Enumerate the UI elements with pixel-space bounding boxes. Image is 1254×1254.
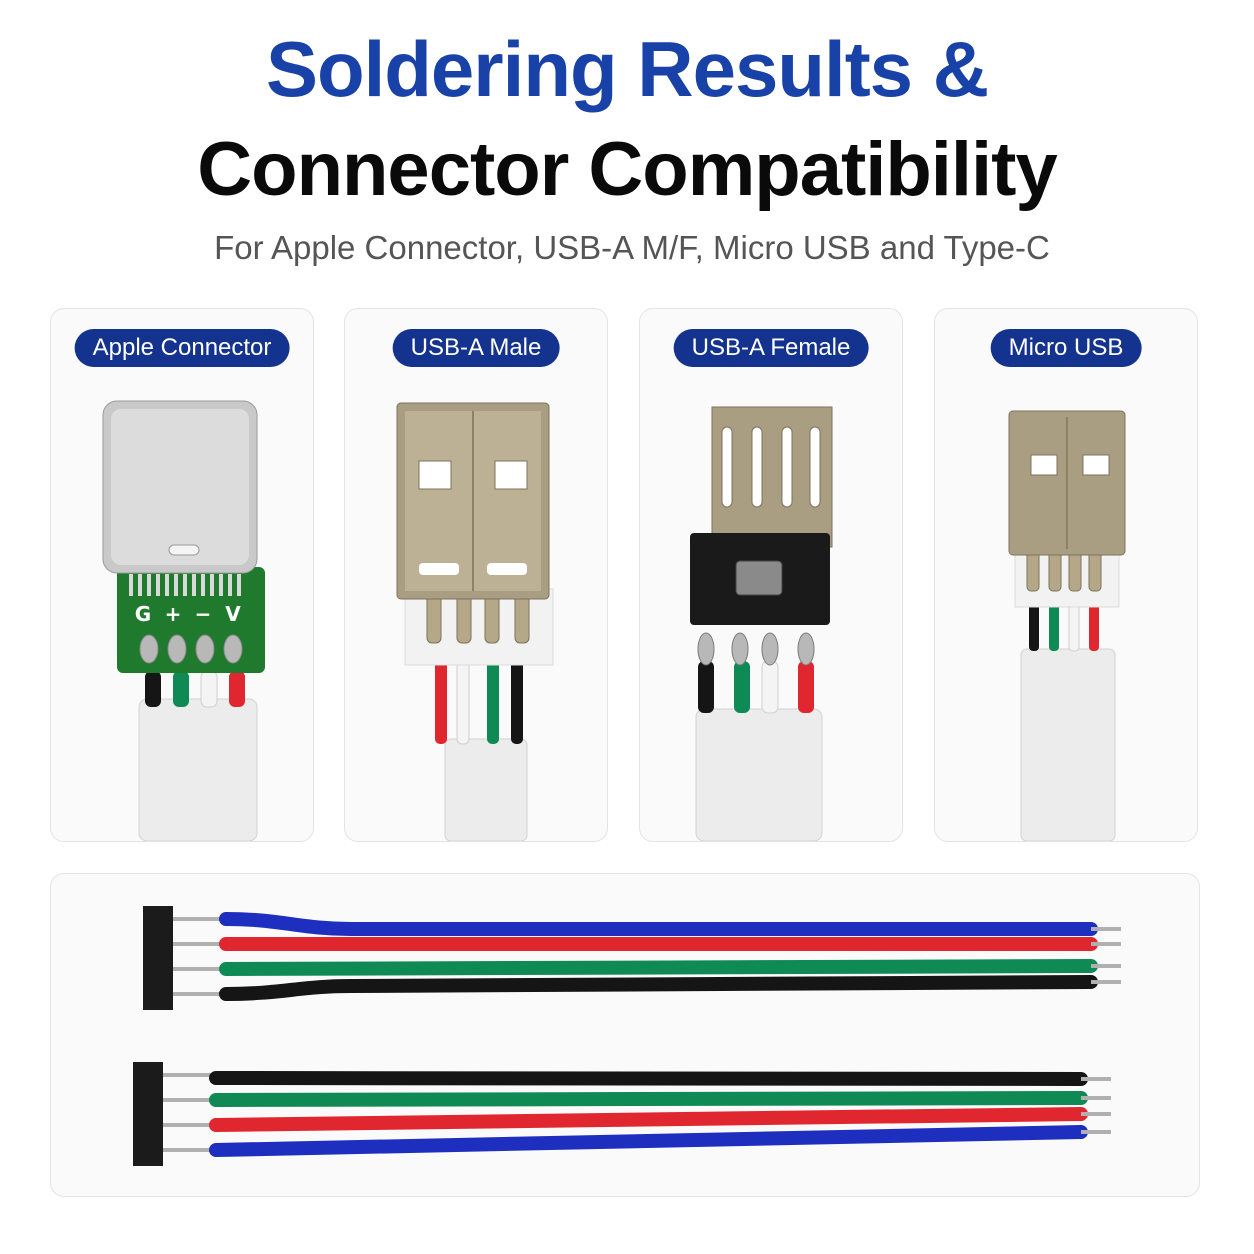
pin-label-minus: − bbox=[195, 602, 212, 626]
badge-usb-a-male: USB-A Male bbox=[392, 329, 560, 367]
pin-label-g: G bbox=[135, 602, 151, 626]
subtitle: For Apple Connector, USB-A M/F, Micro US… bbox=[214, 229, 1050, 266]
pin-label-v: V bbox=[225, 602, 241, 626]
title-line-2: Connector Compatibility bbox=[197, 127, 1057, 212]
badge-micro-usb: Micro USB bbox=[990, 329, 1142, 367]
apple-connector-image: G + − V bbox=[102, 400, 265, 841]
usb-a-male-image bbox=[396, 402, 554, 841]
title-line-1: Soldering Results & bbox=[265, 25, 989, 113]
upper-harness bbox=[143, 906, 1121, 1010]
usb-a-female-image bbox=[690, 406, 833, 841]
wire-harness-image bbox=[133, 906, 1121, 1166]
card-micro-usb: Micro USB bbox=[934, 308, 1198, 842]
badge-usb-a-female: USB-A Female bbox=[673, 329, 869, 367]
wire-harness-panel bbox=[50, 873, 1200, 1197]
card-usb-a-male: USB-A Male bbox=[344, 308, 608, 842]
pin-label-plus: + bbox=[165, 602, 182, 626]
card-usb-a-female: USB-A Female bbox=[639, 308, 903, 842]
lower-harness bbox=[133, 1062, 1111, 1166]
badge-apple-connector: Apple Connector bbox=[74, 329, 290, 367]
card-apple-connector: G + − V Apple Connector bbox=[50, 308, 314, 842]
micro-usb-image bbox=[1008, 410, 1126, 841]
